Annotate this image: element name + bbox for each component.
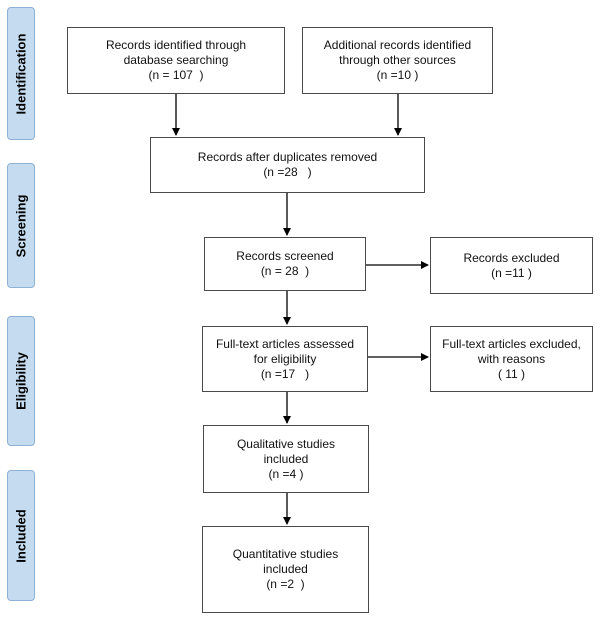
box-fulltext-assessed: Full-text articles assessed for eligibil…	[202, 326, 368, 392]
box-excluded-count: (n =11 )	[491, 265, 532, 280]
box-fulltext-excluded: Full-text articles excluded, with reason…	[430, 326, 593, 392]
box-after-duplicates: Records after duplicates removed (n =28 …	[150, 137, 425, 193]
box-duplicates-line1: Records after duplicates removed	[197, 150, 378, 164]
box-fulltext-count: (n =17 )	[260, 366, 310, 381]
box-database-count: (n = 107 )	[148, 68, 204, 82]
box-screened-line1: Records screened	[236, 249, 334, 263]
box-qualitative-studies: Qualitative studies included (n =4 )	[203, 425, 369, 493]
phase-screening: Screening	[7, 163, 35, 288]
box-fulltext-excluded-line1: Full-text articles excluded,	[442, 336, 581, 351]
box-screened-count: (n = 28 )	[260, 264, 310, 278]
box-excluded-line1: Records excluded	[463, 250, 560, 265]
box-quantitative-studies: Quantitative studies included (n =2 )	[202, 526, 369, 613]
box-quantitative-line1: Quantitative studies	[232, 547, 339, 561]
box-qualitative-count: (n =4 )	[268, 466, 304, 481]
phase-identification: Identification	[7, 7, 35, 140]
box-records-excluded: Records excluded (n =11 )	[430, 237, 593, 294]
box-fulltext-excluded-count: ( 11 )	[497, 366, 526, 381]
box-database-line2: database searching	[123, 53, 229, 67]
box-qualitative-line2: included	[263, 451, 309, 466]
box-duplicates-count: (n =28 )	[263, 165, 312, 179]
phase-eligibility: Eligibility	[7, 316, 35, 446]
box-quantitative-count: (n =2 )	[266, 577, 305, 591]
box-other-sources: Additional records identified through ot…	[302, 27, 493, 94]
box-qualitative-line1: Qualitative studies	[236, 436, 336, 451]
box-database-records: Records identified through database sear…	[67, 27, 285, 94]
box-quantitative-line2: included	[263, 562, 308, 576]
phase-included: Included	[7, 470, 35, 601]
box-other-line2: through other sources	[339, 53, 456, 67]
box-fulltext-line1: Full-text articles assessed	[215, 336, 355, 351]
box-database-line1: Records identified through	[105, 38, 247, 52]
box-fulltext-line2: for eligibility	[253, 351, 317, 366]
box-other-line1: Additional records identified	[323, 38, 472, 52]
box-other-count: (n =10 )	[376, 68, 419, 82]
box-fulltext-excluded-line2: with reasons	[477, 351, 546, 366]
box-records-screened: Records screened (n = 28 )	[204, 237, 366, 291]
